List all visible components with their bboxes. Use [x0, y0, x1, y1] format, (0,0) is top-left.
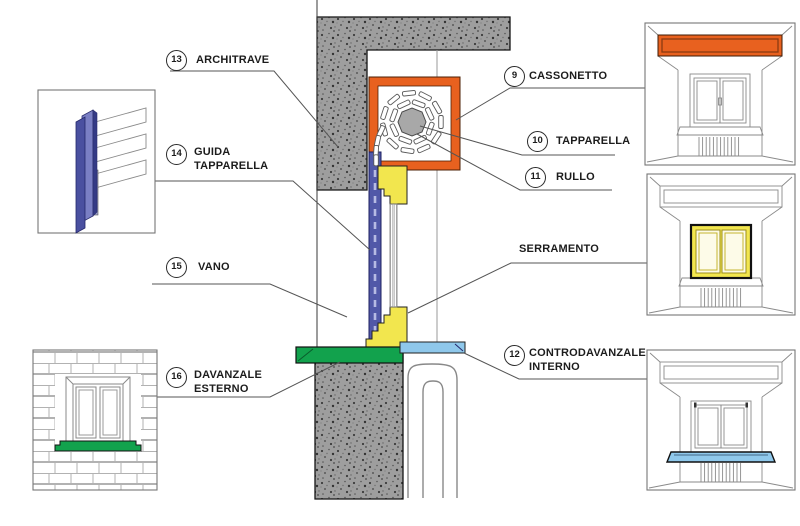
- label-serramento: SERRAMENTO: [519, 243, 599, 257]
- label-architrave-number: 13: [166, 50, 187, 71]
- central-cross-section: [295, 0, 511, 500]
- leader-vano: [152, 283, 348, 318]
- label-guida-tapparella: 14 GUIDA TAPPARELLA: [166, 144, 268, 173]
- label-cassonetto-number: 9: [504, 66, 525, 87]
- facade-green-sill: [54, 440, 142, 452]
- label-vano: 15 VANO: [166, 257, 230, 278]
- label-architrave: 13 ARCHITRAVE: [166, 50, 269, 71]
- interior-sill: [399, 341, 466, 354]
- label-controdavanzale-number: 12: [504, 345, 525, 366]
- exterior-sill: [295, 346, 404, 364]
- frame-profile-top: [377, 165, 408, 205]
- interior-view-controdavanzale: [646, 349, 796, 491]
- label-controdavanzale-line2: INTERNO: [529, 360, 580, 373]
- concrete-lower-wall: [314, 351, 404, 500]
- label-controdavanzale-line1: CONTRODAVANZALE: [529, 347, 646, 359]
- label-serramento-text: SERRAMENTO: [519, 243, 600, 255]
- shutter-slat-chain: [373, 125, 386, 167]
- label-guida-number: 14: [166, 144, 187, 165]
- leader-architrave: [170, 70, 339, 148]
- label-guida-line1: GUIDA: [194, 146, 231, 158]
- label-cassonetto-text: CASSONETTO: [529, 70, 608, 82]
- label-davanzale-esterno: 16 DAVANZALE ESTERNO: [166, 367, 262, 396]
- label-davanzale-line2: ESTERNO: [194, 382, 249, 395]
- label-davanzale-line1: DAVANZALE: [194, 369, 262, 381]
- leader-serramento: [407, 262, 648, 314]
- leader-cassonetto: [455, 87, 645, 121]
- brick-facade-illustration: [32, 349, 158, 491]
- label-controdavanzale: 12 CONTRODAVANZALE INTERNO: [504, 345, 646, 374]
- label-architrave-text: ARCHITRAVE: [196, 54, 270, 66]
- guide-detail-illustration: [37, 89, 156, 234]
- label-rullo-text: RULLO: [556, 171, 595, 183]
- leader-rullo: [416, 133, 612, 191]
- radiator-section: [407, 363, 458, 498]
- glazing: [389, 203, 398, 308]
- leader-controdavanzale: [463, 352, 647, 380]
- roller-shutter-roll: [380, 90, 444, 155]
- leader-guida: [155, 180, 371, 251]
- leader-lines: [152, 70, 648, 398]
- label-tapparella-number: 10: [527, 131, 548, 152]
- label-tapparella: 10 TAPPARELLA: [527, 131, 630, 152]
- label-rullo-number: 11: [525, 167, 546, 188]
- leader-davanzale: [157, 361, 341, 398]
- leader-tapparella: [419, 125, 615, 156]
- label-davanzale-number: 16: [166, 367, 187, 388]
- interior-view-cassonetto: [644, 22, 796, 166]
- label-guida-line2: TAPPARELLA: [194, 159, 269, 172]
- label-rullo: 11 RULLO: [525, 167, 595, 188]
- rullo-core: [397, 107, 427, 137]
- label-cassonetto: 9 CASSONETTO: [504, 66, 607, 87]
- interior-view-serramento: [646, 173, 796, 316]
- label-vano-number: 15: [166, 257, 187, 278]
- label-tapparella-text: TAPPARELLA: [556, 135, 631, 147]
- label-vano-text: VANO: [198, 261, 230, 273]
